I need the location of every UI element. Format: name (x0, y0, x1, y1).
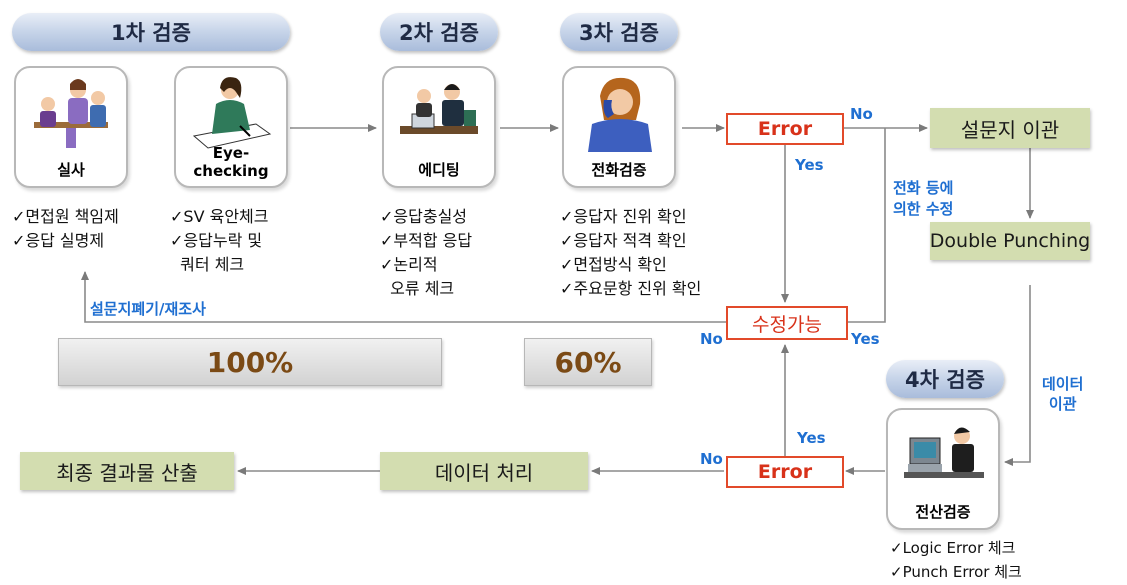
list-item: 오류 체크 (380, 279, 455, 298)
percent-100-bar: 100% (58, 338, 442, 386)
survey-card-label: 실사 (57, 161, 85, 179)
data-transfer-label-line1: 데이터 (1042, 375, 1084, 393)
double-punching-box: Double Punching (930, 222, 1090, 260)
stage-2-header: 2차 검증 (380, 13, 498, 51)
survey-transfer-box: 설문지 이관 (930, 108, 1090, 148)
yes-label-top: Yes (795, 156, 824, 174)
computer-check-card: 전산검증 (886, 408, 1000, 530)
woman-writing-icon (192, 77, 272, 149)
final-output-box: 최종 결과물 산출 (20, 452, 234, 490)
yes-label-fixable: Yes (851, 330, 880, 348)
error-box-top: Error (726, 113, 844, 145)
fixable-box: 수정가능 (726, 306, 848, 340)
survey-card: 실사 (14, 66, 128, 188)
list-item: ✓응답 실명제 (12, 231, 105, 250)
phone-fix-label-line1: 전화 등에 (893, 179, 954, 197)
list-item: ✓응답충실성 (380, 207, 468, 226)
computer-checklist: ✓Logic Error 체크 ✓Punch Error 체크 (890, 536, 1022, 584)
editing-card: 에디팅 (382, 66, 496, 188)
editing-checklist: ✓응답충실성 ✓부적합 응답 ✓논리적 오류 체크 (380, 205, 472, 301)
phone-call-icon (588, 77, 652, 152)
phone-check-card-label: 전화검증 (591, 161, 647, 179)
computer-operator-icon (904, 427, 984, 478)
list-item: ✓Punch Error 체크 (890, 563, 1022, 581)
list-item: ✓부적합 응답 (380, 231, 473, 250)
no-label-bottom: No (700, 450, 723, 468)
percent-60-bar: 60% (524, 338, 652, 386)
computer-check-card-label: 전산검증 (915, 503, 971, 521)
list-item: 쿼터 체크 (170, 255, 245, 274)
data-processing-box: 데이터 처리 (380, 452, 588, 490)
editing-card-label: 에디팅 (418, 161, 460, 179)
stage-4-header: 4차 검증 (886, 360, 1004, 398)
stage-3-header: 3차 검증 (560, 13, 678, 51)
data-transfer-label-line2: 이관 (1048, 395, 1077, 413)
phone-check-card: 전화검증 (562, 66, 676, 188)
list-item: ✓논리적 (380, 255, 438, 274)
eye-checking-card: Eye-checking (174, 66, 288, 188)
list-item: ✓면접원 책임제 (12, 207, 119, 226)
phone-fix-label: 전화 등에 의한 수정 (893, 178, 953, 220)
editing-team-icon (400, 84, 478, 134)
eye-checking-card-label: Eye-checking (193, 144, 269, 180)
yes-label-bottom: Yes (797, 429, 826, 447)
interview-people-icon (34, 79, 108, 148)
survey-checklist: ✓면접원 책임제 ✓응답 실명제 (12, 205, 119, 253)
eye-checking-checklist: ✓SV 육안체크 ✓응답누락 및 쿼터 체크 (170, 205, 268, 277)
list-item: ✓응답누락 및 (170, 231, 263, 250)
list-item: ✓응답자 진위 확인 (560, 207, 687, 226)
list-item: ✓Logic Error 체크 (890, 539, 1016, 557)
phone-fix-label-line2: 의한 수정 (893, 200, 954, 218)
phone-checklist: ✓응답자 진위 확인 ✓응답자 적격 확인 ✓면접방식 확인 ✓주요문항 진위 … (560, 205, 701, 301)
discard-resurvey-label: 설문지폐기/재조사 (90, 300, 206, 318)
no-label-fixable: No (700, 330, 723, 348)
list-item: ✓주요문항 진위 확인 (560, 279, 702, 298)
list-item: ✓SV 육안체크 (170, 207, 269, 226)
error-box-bottom: Error (726, 456, 844, 488)
stage-1-header: 1차 검증 (12, 13, 290, 51)
list-item: ✓응답자 적격 확인 (560, 231, 687, 250)
data-transfer-label: 데이터 이관 (1042, 374, 1083, 414)
no-label-top: No (850, 105, 873, 123)
list-item: ✓면접방식 확인 (560, 255, 667, 274)
